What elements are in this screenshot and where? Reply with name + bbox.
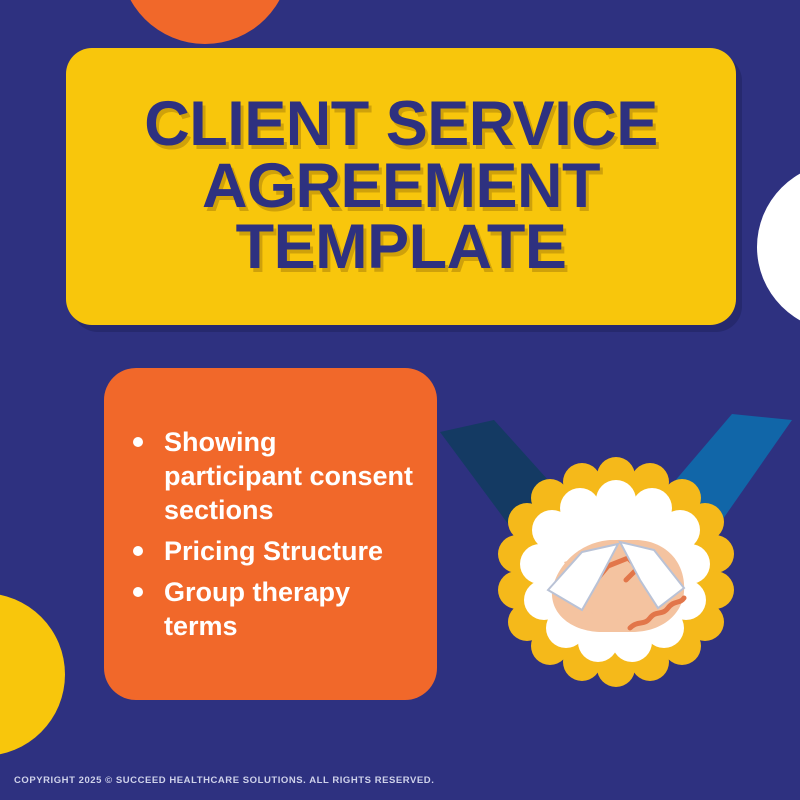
title-banner: CLIENT SERVICE AGREEMENT TEMPLATE (66, 48, 736, 325)
right-cuff-shape (618, 540, 686, 610)
bullet-dot-icon (133, 546, 143, 556)
footer-copyright: COPYRIGHT 2025 © SUCCEED HEALTHCARE SOLU… (14, 775, 435, 786)
list-item-label: Showing participant consent sections (164, 426, 414, 525)
circle-white-right-decoration (757, 163, 800, 331)
bullet-dot-icon (133, 587, 143, 598)
list-item-label: Group therapy terms (164, 577, 351, 642)
bullet-dot-icon (133, 436, 143, 447)
handshake-illustration (432, 412, 800, 712)
list-item-label: Pricing Structure (164, 536, 384, 566)
feature-bullet-card: Showing participant consent sections Pri… (104, 368, 437, 700)
circle-yellow-bottomleft-decoration (0, 593, 65, 756)
page-title: CLIENT SERVICE AGREEMENT TEMPLATE (144, 88, 658, 283)
list-item: Group therapy terms (130, 575, 419, 643)
list-item: Pricing Structure (130, 534, 419, 568)
left-cuff-shape (546, 542, 620, 612)
list-item: Showing participant consent sections (130, 425, 419, 527)
feature-list: Showing participant consent sections Pri… (104, 425, 437, 643)
circle-orange-top-decoration (120, 0, 290, 44)
